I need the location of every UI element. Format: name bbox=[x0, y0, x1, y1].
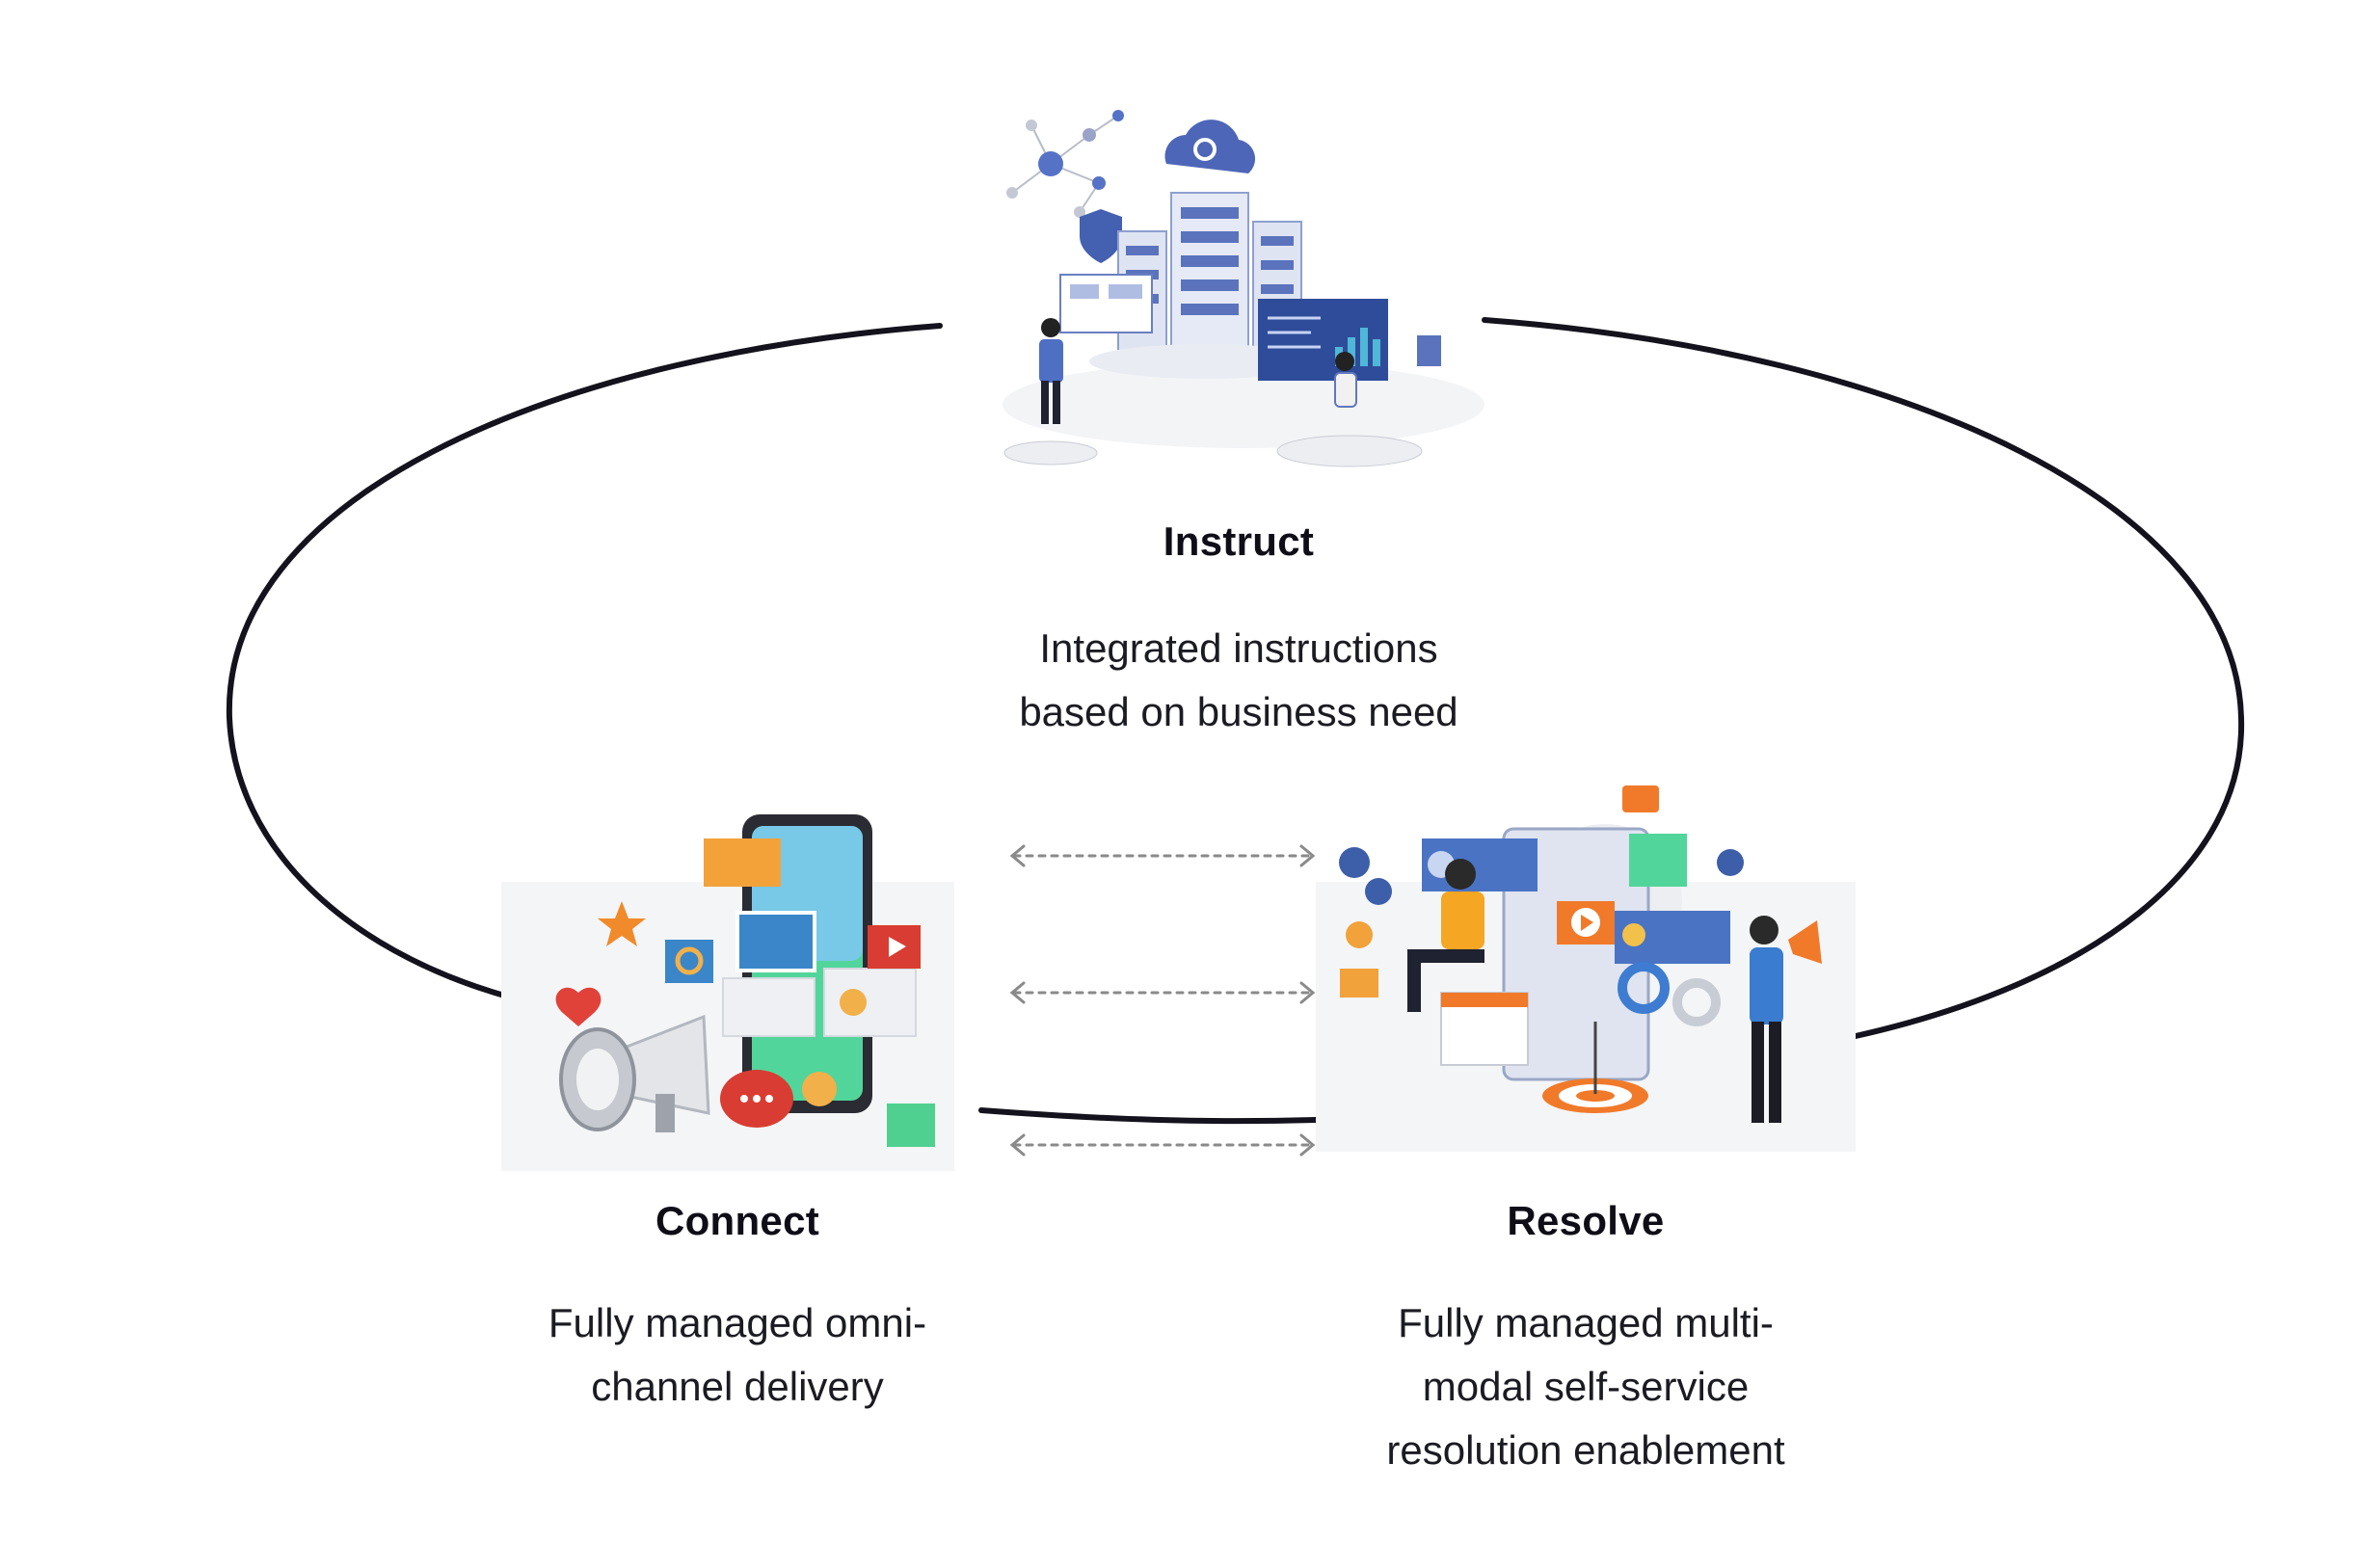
arrow-bottom bbox=[1009, 1133, 1316, 1157]
resolve-desc-line-1: Fully managed multi- bbox=[1398, 1300, 1774, 1345]
instruct-title: Instruct bbox=[1163, 519, 1315, 564]
ring-segment-left bbox=[226, 323, 943, 998]
data-center-illustration-icon bbox=[1003, 110, 1484, 467]
resolve-description: Fully managed multi- modal self-service … bbox=[1272, 1291, 1899, 1482]
arrow-top bbox=[1009, 844, 1316, 867]
connect-desc-line-1: Fully managed omni- bbox=[548, 1300, 927, 1345]
social-marketing-illustration-icon bbox=[1316, 785, 1856, 1152]
connect-desc-line-2: channel delivery bbox=[591, 1364, 884, 1409]
connect-title: Connect bbox=[655, 1198, 820, 1243]
resolve-desc-line-3: resolution enablement bbox=[1386, 1427, 1785, 1473]
instruct-desc-line-2: based on business need bbox=[1019, 689, 1458, 734]
connect-description: Fully managed omni- channel delivery bbox=[424, 1291, 1051, 1419]
instruct-description: Integrated instructions based on busines… bbox=[925, 617, 1552, 744]
ring-segment-right bbox=[1482, 317, 2245, 1039]
smartphone-megaphone-illustration-icon bbox=[501, 814, 954, 1171]
ring-segment-bottom bbox=[978, 1107, 1319, 1125]
resolve-desc-line-2: modal self-service bbox=[1422, 1364, 1750, 1409]
arrow-middle bbox=[1009, 981, 1316, 1004]
instruct-desc-line-1: Integrated instructions bbox=[1039, 625, 1438, 671]
resolve-title: Resolve bbox=[1507, 1198, 1665, 1243]
